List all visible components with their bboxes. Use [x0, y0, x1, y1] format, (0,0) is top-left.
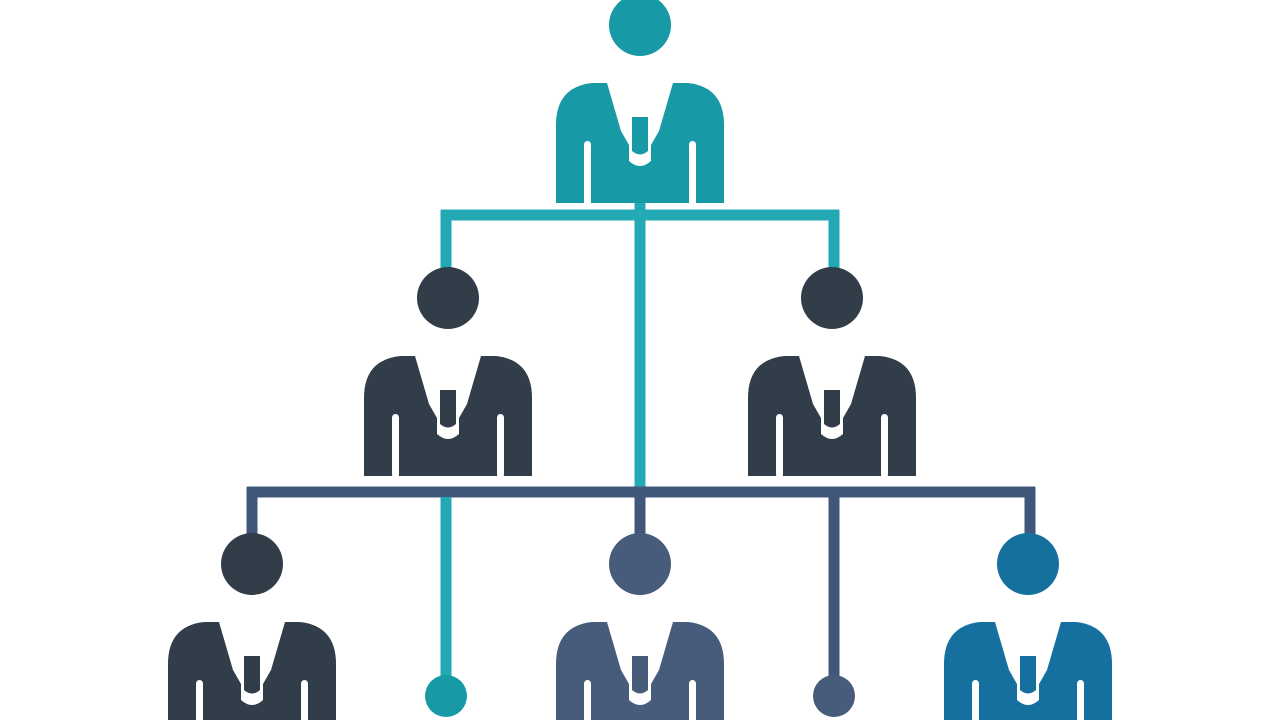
arm-gap-left	[392, 414, 399, 478]
arm-gap-left	[584, 141, 591, 205]
arm-gap-right	[497, 414, 504, 478]
node-dot-right	[813, 675, 855, 717]
neck-knot-icon	[437, 363, 459, 385]
person-head-icon	[417, 267, 479, 329]
person-head-icon	[609, 0, 671, 56]
top-person	[556, 0, 724, 205]
person-head-icon	[609, 533, 671, 595]
tie-icon	[632, 117, 648, 155]
tie-icon	[244, 656, 260, 694]
neck-knot-icon	[241, 629, 263, 651]
arm-gap-left	[776, 414, 783, 478]
node-dot-left	[425, 675, 467, 717]
arm-gap-right	[301, 680, 308, 720]
arm-gap-right	[881, 414, 888, 478]
tie-icon	[1020, 656, 1036, 694]
neck-knot-icon	[629, 90, 651, 112]
person-head-icon	[997, 533, 1059, 595]
people-icons	[168, 0, 1112, 720]
connector-lines	[246, 175, 1036, 717]
arm-gap-left	[972, 680, 979, 720]
mid-person-left	[364, 267, 532, 478]
tie-icon	[824, 390, 840, 428]
mid-person-right	[748, 267, 916, 478]
arm-gap-right	[689, 680, 696, 720]
tie-icon	[632, 656, 648, 694]
arm-gap-left	[584, 680, 591, 720]
person-head-icon	[801, 267, 863, 329]
bottom-person-left	[168, 533, 336, 720]
arm-gap-left	[196, 680, 203, 720]
person-head-icon	[221, 533, 283, 595]
bottom-person-right	[944, 533, 1112, 720]
arm-gap-right	[689, 141, 696, 205]
neck-knot-icon	[629, 629, 651, 651]
neck-knot-icon	[821, 363, 843, 385]
arm-gap-right	[1077, 680, 1084, 720]
tie-icon	[440, 390, 456, 428]
bottom-person-center	[556, 533, 724, 720]
neck-knot-icon	[1017, 629, 1039, 651]
